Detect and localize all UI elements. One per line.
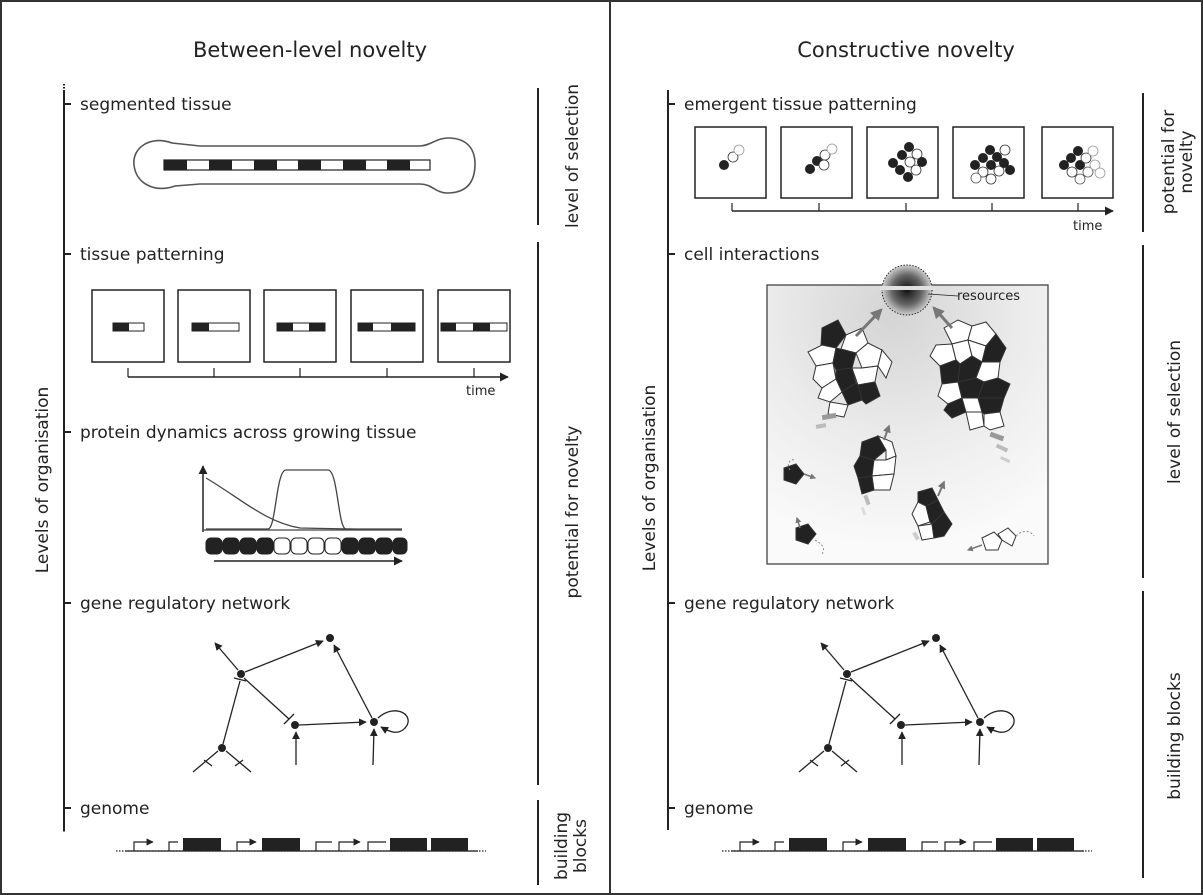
right-genome-illustration	[722, 838, 1092, 852]
right-level-genome: genome	[684, 799, 753, 819]
left-axis-label: Levels of organisation	[33, 387, 53, 574]
right-level-emergent: emergent tissue patterning	[684, 95, 917, 115]
left-level-grn: gene regulatory network	[80, 594, 290, 614]
left-level-tissue-patterning: tissue patterning	[80, 245, 225, 265]
emergent-patterning-timeseries: time	[694, 126, 1114, 234]
right-building-label: building blocks	[1165, 672, 1185, 800]
cell-interactions-illustration: resources	[766, 264, 1049, 565]
right-level-cell-interactions: cell interactions	[684, 245, 820, 265]
resources-label: resources	[957, 289, 1020, 304]
left-level-segmented-tissue: segmented tissue	[80, 95, 232, 115]
tissue-patterning-timeseries: time	[91, 289, 511, 399]
right-grn-illustration	[798, 634, 1015, 773]
right-novelty-label-1: potential for	[1159, 110, 1179, 214]
left-panel: Between-level novelty Levels of organisa…	[33, 38, 591, 885]
left-genome-illustration	[116, 838, 486, 852]
left-level-genome: genome	[80, 799, 149, 819]
left-panel-title: Between-level novelty	[193, 38, 427, 62]
right-panel-title: Constructive novelty	[797, 38, 1015, 62]
right-novelty-label-2: novelty	[1177, 130, 1197, 193]
cell-row	[205, 537, 408, 555]
left-grn-illustration	[192, 634, 409, 773]
left-time-label: time	[466, 384, 495, 399]
right-selection-label: level of selection	[1165, 340, 1185, 484]
right-level-grn: gene regulatory network	[684, 594, 894, 614]
protein-dynamics-illustration	[198, 465, 408, 566]
left-novelty-label: potential for novelty	[563, 426, 583, 599]
right-time-label: time	[1073, 219, 1102, 234]
right-panel: Constructive novelty Levels of organisat…	[640, 38, 1197, 878]
left-building-label-2: blocks	[571, 819, 591, 873]
left-building-label-1: building	[552, 812, 572, 880]
right-axis-label: Levels of organisation	[640, 385, 660, 572]
segmented-tissue-illustration	[133, 137, 476, 194]
left-selection-label: level of selection	[563, 84, 583, 228]
left-level-protein-dynamics: protein dynamics across growing tissue	[80, 423, 416, 443]
